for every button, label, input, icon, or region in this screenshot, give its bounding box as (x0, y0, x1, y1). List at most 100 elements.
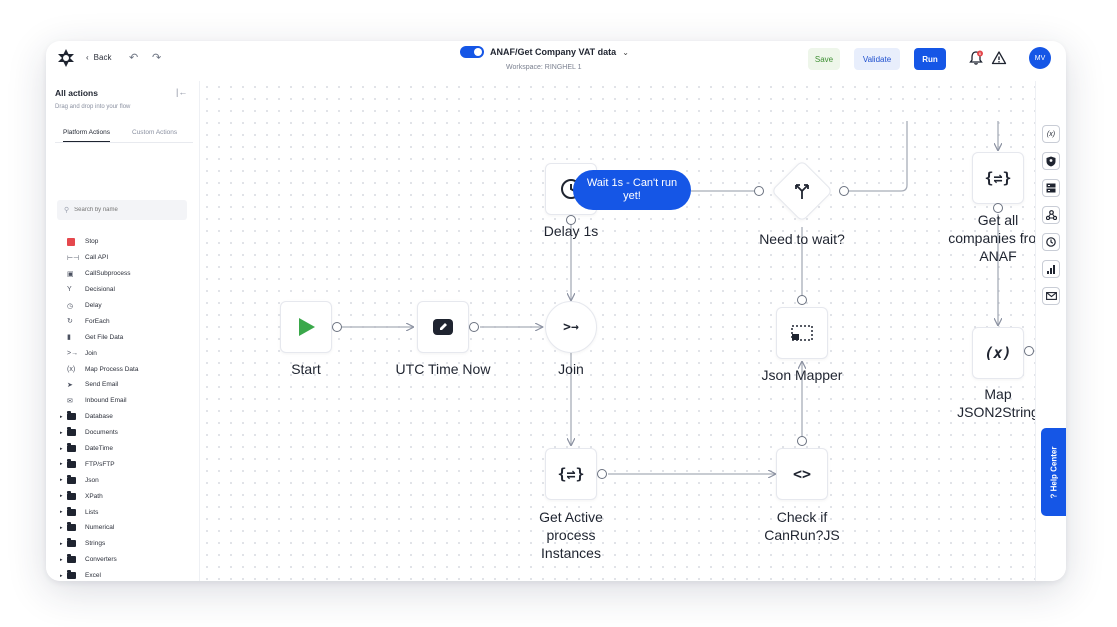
caret-right-icon[interactable]: ▸ (60, 540, 63, 547)
folder-item[interactable]: ▸Database (60, 409, 196, 425)
node-port[interactable] (597, 469, 607, 479)
action-label: Send Email (85, 381, 119, 389)
folder-item[interactable]: ▸XPath (60, 488, 196, 504)
caret-right-icon[interactable]: ▸ (60, 524, 63, 531)
edit-icon (433, 319, 453, 335)
wait-status-pill[interactable]: Wait 1s - Can't run yet! (573, 170, 691, 210)
folder-item[interactable]: ▸Excel (60, 568, 196, 581)
tab-platform-actions[interactable]: Platform Actions (63, 129, 110, 142)
search-input[interactable] (74, 207, 175, 213)
action-item[interactable]: >→Join (60, 345, 196, 361)
user-avatar[interactable]: MV (1029, 47, 1051, 69)
bell-icon[interactable]: 6 (968, 50, 984, 66)
caret-right-icon[interactable]: ▸ (60, 509, 63, 516)
undo-icon[interactable]: ↶ (129, 52, 139, 64)
folder-item[interactable]: ▸Converters (60, 552, 196, 568)
node-label-json-mapper: Json Mapper (761, 367, 843, 383)
search-box[interactable]: ⚲ (57, 200, 187, 220)
caret-right-icon[interactable]: ▸ (60, 429, 63, 436)
action-item[interactable]: ▮Get File Data (60, 329, 196, 345)
caret-right-icon[interactable]: ▸ (60, 477, 63, 484)
tab-custom-actions[interactable]: Custom Actions (132, 129, 178, 136)
node-label-start: Start (291, 361, 321, 377)
join-icon: >→ (563, 319, 579, 335)
validate-button[interactable]: Validate (854, 48, 900, 70)
node-start[interactable] (280, 301, 332, 353)
help-center-label: ? Help Center (1049, 445, 1059, 499)
folder-item[interactable]: ▸DateTime (60, 441, 196, 457)
node-port[interactable] (1024, 346, 1034, 356)
action-item[interactable]: (x)Map Process Data (60, 361, 196, 377)
folder-item[interactable]: ▸ Numerical (60, 520, 196, 536)
action-item[interactable]: ✉Inbound Email (60, 393, 196, 409)
webhook-icon[interactable] (1042, 206, 1060, 224)
folder-item[interactable]: ▸Json (60, 472, 196, 488)
folder-item[interactable]: ▸Strings (60, 536, 196, 552)
node-check-canrun[interactable]: <> (776, 448, 828, 500)
search-icon: ⚲ (64, 207, 70, 214)
node-get-active[interactable]: {⇌} (545, 448, 597, 500)
node-get-all-companies[interactable]: {⇌} (972, 152, 1024, 204)
variables-icon[interactable]: (x) (1042, 125, 1060, 143)
chevron-down-icon[interactable]: ⌄ (622, 47, 629, 57)
clock-icon[interactable] (1042, 233, 1060, 251)
action-item[interactable]: Stop (60, 234, 196, 250)
decision-icon: Y (67, 286, 72, 294)
send-icon: ➤ (67, 381, 73, 389)
node-need-to-wait[interactable] (770, 159, 834, 223)
node-port[interactable] (469, 322, 479, 332)
action-item[interactable]: ➤ Send Email (60, 377, 196, 393)
shield-icon[interactable] (1042, 152, 1060, 170)
mail-icon: ✉ (67, 397, 73, 405)
node-utc-time-now[interactable] (417, 301, 469, 353)
logo-icon[interactable] (56, 48, 76, 68)
node-port[interactable] (754, 186, 764, 196)
collapse-sidebar-icon[interactable]: |← (176, 87, 188, 97)
run-button[interactable]: Run (914, 48, 946, 70)
save-button[interactable]: Save (808, 48, 840, 70)
sidebar-subtitle: Drag and drop into your flow (55, 104, 131, 110)
action-item[interactable]: ▣CallSubprocess (60, 266, 196, 282)
help-center-button[interactable]: ? Help Center (1041, 428, 1066, 516)
caret-right-icon[interactable]: ▸ (60, 461, 63, 468)
node-label-utc: UTC Time Now (395, 361, 491, 377)
folder-icon (67, 443, 85, 453)
caret-right-icon[interactable]: ▸ (60, 445, 63, 452)
node-map-json2string[interactable]: (x) (972, 327, 1024, 379)
action-item[interactable]: ↻ForEach (60, 313, 196, 329)
folder-item[interactable]: ▸Lists (60, 504, 196, 520)
flow-active-toggle[interactable] (460, 46, 484, 58)
flow-canvas[interactable]: Start UTC Time Now >→ Join Delay 1s Wait… (201, 81, 1048, 581)
node-join[interactable]: >→ (545, 301, 597, 353)
node-label-check: Check if CanRun?JS (764, 509, 840, 543)
caret-right-icon[interactable]: ▸ (60, 556, 63, 563)
node-port[interactable] (839, 186, 849, 196)
caret-right-icon[interactable]: ▸ (60, 493, 63, 500)
flow-title[interactable]: ANAF/Get Company VAT data (490, 47, 617, 57)
node-port[interactable] (993, 203, 1003, 213)
clock-icon: ◷ (67, 302, 74, 310)
node-port[interactable] (566, 215, 576, 225)
folder-item[interactable]: ▸Documents (60, 425, 196, 441)
folder-item[interactable]: ▸FTP/sFTP (60, 456, 196, 472)
play-icon (299, 318, 315, 336)
warning-icon[interactable] (991, 50, 1007, 66)
action-item[interactable]: ⊢⊣Call API (60, 250, 196, 266)
folder-icon (67, 490, 85, 500)
braces-icon: {⇌} (557, 465, 585, 483)
caret-right-icon[interactable]: ▸ (60, 572, 63, 579)
node-json-mapper[interactable] (776, 307, 828, 359)
action-item[interactable]: ◷Delay (60, 298, 196, 314)
action-label: CallSubprocess (85, 270, 131, 278)
node-port[interactable] (332, 322, 342, 332)
node-port[interactable] (797, 436, 807, 446)
caret-right-icon[interactable]: ▸ (60, 413, 63, 420)
folder-label: Numerical (85, 524, 115, 532)
database-icon[interactable] (1042, 179, 1060, 197)
chart-icon[interactable] (1042, 260, 1060, 278)
node-port[interactable] (797, 295, 807, 305)
back-button[interactable]: ‹ Back (86, 53, 112, 62)
redo-icon[interactable]: ↷ (152, 52, 162, 64)
mail-icon[interactable] (1042, 287, 1060, 305)
